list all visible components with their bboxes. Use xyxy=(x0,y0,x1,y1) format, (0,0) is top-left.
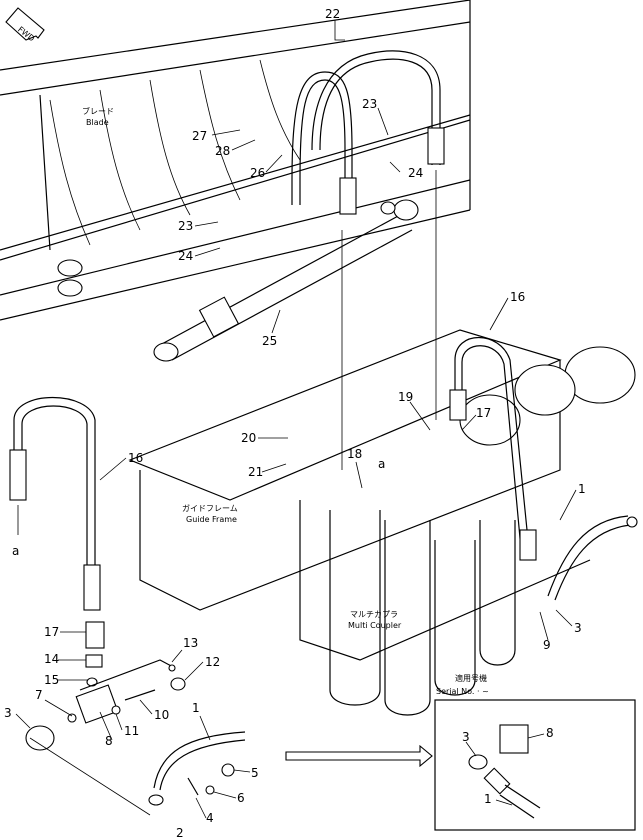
callout-23-top: 23 xyxy=(362,97,377,111)
hose-16-right-drawing xyxy=(449,337,537,561)
callout-10: 10 xyxy=(154,708,169,722)
blade-label-jp: ブレード xyxy=(82,106,114,116)
hoses-22-drawing xyxy=(291,50,445,470)
callout-15: 15 xyxy=(44,673,59,687)
inset-box xyxy=(434,699,636,831)
callout-17-top: 17 xyxy=(476,406,491,420)
callout-5: 5 xyxy=(251,766,259,780)
callout-4: 4 xyxy=(206,811,214,825)
guide-frame-drawing xyxy=(128,329,636,716)
callout-3-right: 3 xyxy=(574,621,582,635)
callout-1-lower: 1 xyxy=(192,701,200,715)
leader-lines xyxy=(15,20,577,819)
callout-8-left: 8 xyxy=(105,734,113,748)
hose-1-lower-drawing xyxy=(29,731,246,816)
callout-7: 7 xyxy=(35,688,43,702)
hose-16-left-drawing xyxy=(9,396,101,611)
cylinder-25-drawing xyxy=(153,199,419,362)
fwd-arrow-icon: FWD xyxy=(5,7,45,43)
callout-17-left: 17 xyxy=(44,625,59,639)
callout-23-left: 23 xyxy=(178,219,193,233)
fittings-lower-left-drawing xyxy=(25,621,186,751)
callout-9: 9 xyxy=(543,638,551,652)
callout-3-inset: 3 xyxy=(462,730,470,744)
blade-label-en: Blade xyxy=(86,118,109,127)
callout-20: 20 xyxy=(241,431,256,445)
guide-frame-label-en: Guide Frame xyxy=(186,515,237,524)
callout-18: 18 xyxy=(347,447,362,461)
callout-1-inset: 1 xyxy=(484,792,492,806)
callout-24-left: 24 xyxy=(178,249,193,263)
hose-1-right-drawing xyxy=(547,515,638,601)
callout-25: 25 xyxy=(262,334,277,348)
callout-27: 27 xyxy=(192,129,207,143)
callout-8-inset: 8 xyxy=(546,726,554,740)
serial-label-en: Serial No. · ~ xyxy=(436,687,489,696)
callout-26: 26 xyxy=(250,166,265,180)
callout-1-right: 1 xyxy=(578,482,586,496)
callout-a-left: a xyxy=(12,544,19,558)
callout-11: 11 xyxy=(124,724,139,738)
callout-22: 22 xyxy=(325,7,340,21)
callout-16-right: 16 xyxy=(510,290,525,304)
callout-labels: 22 23 27 28 26 24 23 24 25 16 19 17 20 2… xyxy=(4,7,586,840)
guide-frame-label-jp: ガイドフレーム xyxy=(182,503,238,513)
callout-14: 14 xyxy=(44,652,59,666)
blade-drawing xyxy=(0,0,471,321)
callout-21: 21 xyxy=(248,465,263,479)
multi-coupler-label-jp: マルチカプラ xyxy=(350,610,398,619)
callout-2: 2 xyxy=(176,826,184,840)
callout-13: 13 xyxy=(183,636,198,650)
callout-16-left: 16 xyxy=(128,451,143,465)
callout-28: 28 xyxy=(215,144,230,158)
direction-arrow-icon xyxy=(285,744,433,768)
callout-12: 12 xyxy=(205,655,220,669)
callout-6: 6 xyxy=(237,791,245,805)
callout-24-top: 24 xyxy=(408,166,423,180)
captions: ブレード Blade ガイドフレーム Guide Frame マルチカプラ Mu… xyxy=(82,106,489,696)
multi-coupler-label-en: Multi Coupler xyxy=(348,621,402,630)
callout-19: 19 xyxy=(398,390,413,404)
serial-label-jp: 適用号機 xyxy=(455,673,487,683)
callout-a-top: a xyxy=(378,457,385,471)
callout-3-left: 3 xyxy=(4,706,12,720)
